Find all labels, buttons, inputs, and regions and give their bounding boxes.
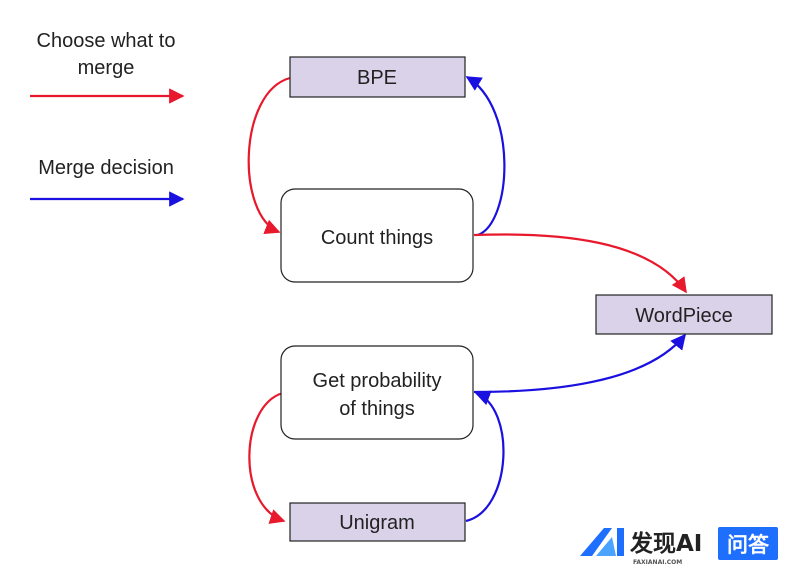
watermark-badge: 问答: [727, 533, 770, 557]
node-prob-line2: of things: [339, 398, 415, 420]
node-wordpiece: WordPiece: [595, 294, 773, 335]
node-wordpiece-label: WordPiece: [635, 305, 732, 327]
node-get-probability: Get probability of things: [280, 345, 474, 440]
node-bpe-label: BPE: [357, 67, 397, 89]
node-count-things: Count things: [280, 188, 474, 283]
legend-choose-line1: Choose what to: [37, 30, 176, 52]
watermark-logo-icon: [580, 528, 624, 556]
legend-choose-line2: merge: [78, 57, 135, 79]
node-unigram: Unigram: [289, 502, 466, 542]
watermark-badge-bg: [718, 527, 778, 560]
watermark-sub: FAXIANAI.COM: [633, 559, 682, 566]
node-prob-line1: Get probability: [313, 370, 442, 392]
arrow-count-to-bpe: [465, 76, 506, 237]
node-count-label: Count things: [321, 227, 433, 249]
watermark: 发现AI FAXIANAI.COM 问答: [580, 527, 778, 566]
node-bpe: BPE: [289, 56, 466, 98]
arrow-prob-to-wordpiece: [473, 333, 686, 394]
watermark-text: 发现AI: [629, 530, 702, 557]
arrow-count-to-wordpiece: [473, 233, 687, 294]
arrow-unigram-to-prob: [465, 390, 505, 523]
legend-decision-label: Merge decision: [38, 157, 174, 179]
arrow-prob-to-unigram: [248, 391, 286, 524]
node-unigram-label: Unigram: [339, 512, 415, 534]
arrow-bpe-to-count: [247, 76, 291, 235]
